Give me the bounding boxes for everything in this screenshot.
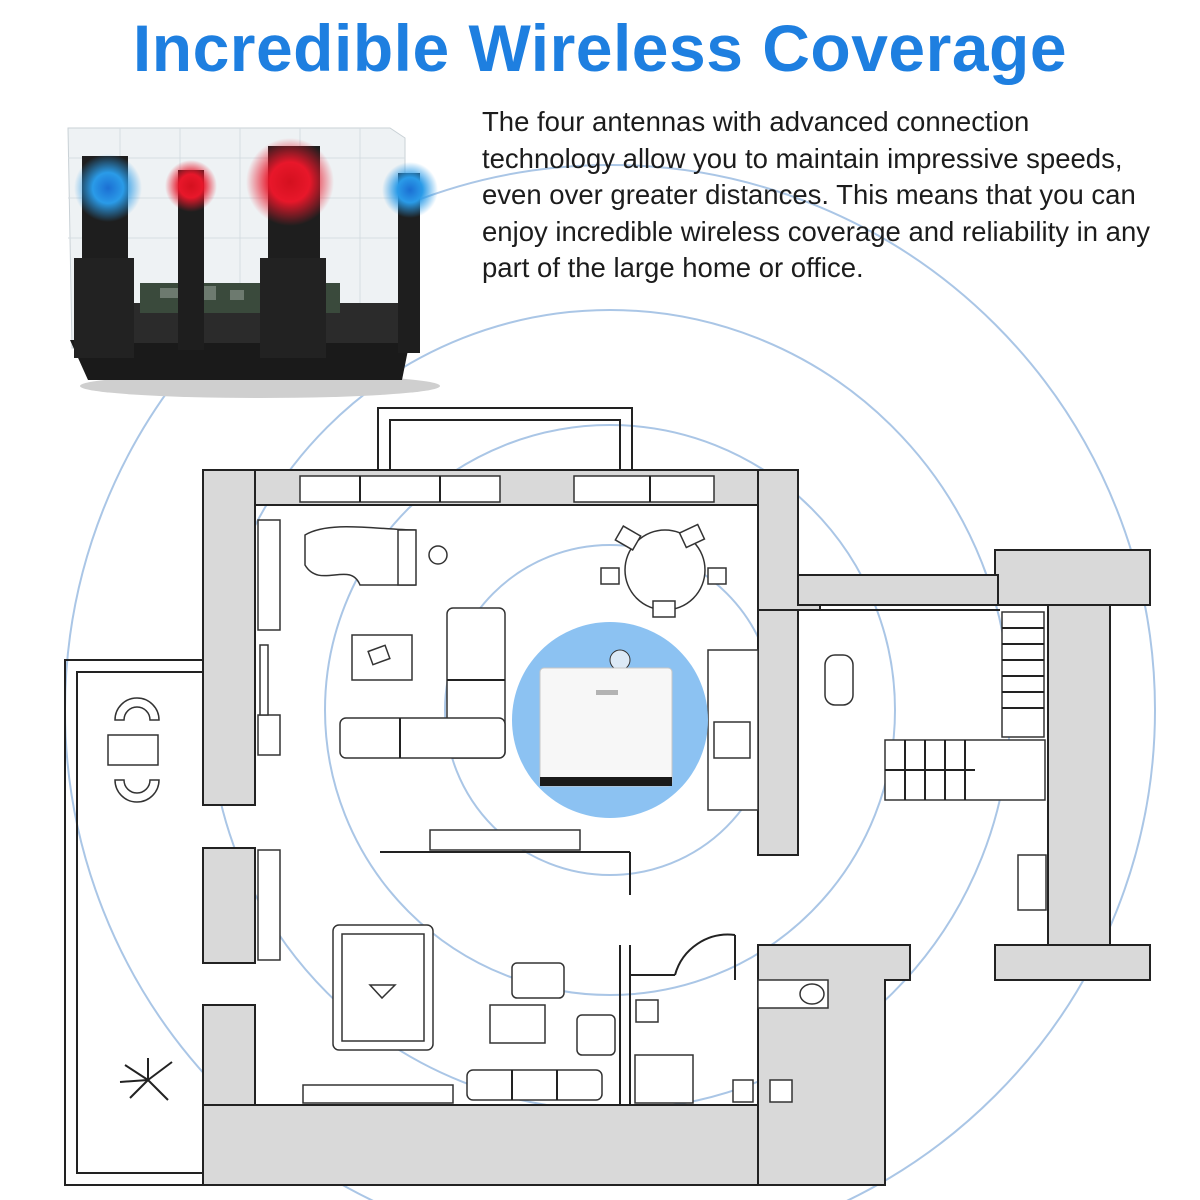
- balcony: [64, 659, 203, 1186]
- staircase: [884, 611, 1047, 911]
- coverage-ring-icon: [324, 424, 896, 996]
- antenna-signal-icon: [165, 160, 217, 212]
- headline: Incredible Wireless Coverage: [132, 11, 1068, 85]
- router-device-icon: [512, 622, 708, 818]
- antenna-signal-icon: [74, 154, 142, 222]
- antenna-signal-icon: [382, 162, 438, 218]
- interior-walls: [380, 609, 1000, 1105]
- furniture: [107, 519, 854, 1104]
- top-alcove: [377, 407, 633, 470]
- windows: [299, 475, 715, 503]
- feature-description: The four antennas with advanced connecti…: [482, 106, 1150, 283]
- router-photo: [67, 127, 440, 398]
- antenna-signal-icon: [246, 138, 334, 226]
